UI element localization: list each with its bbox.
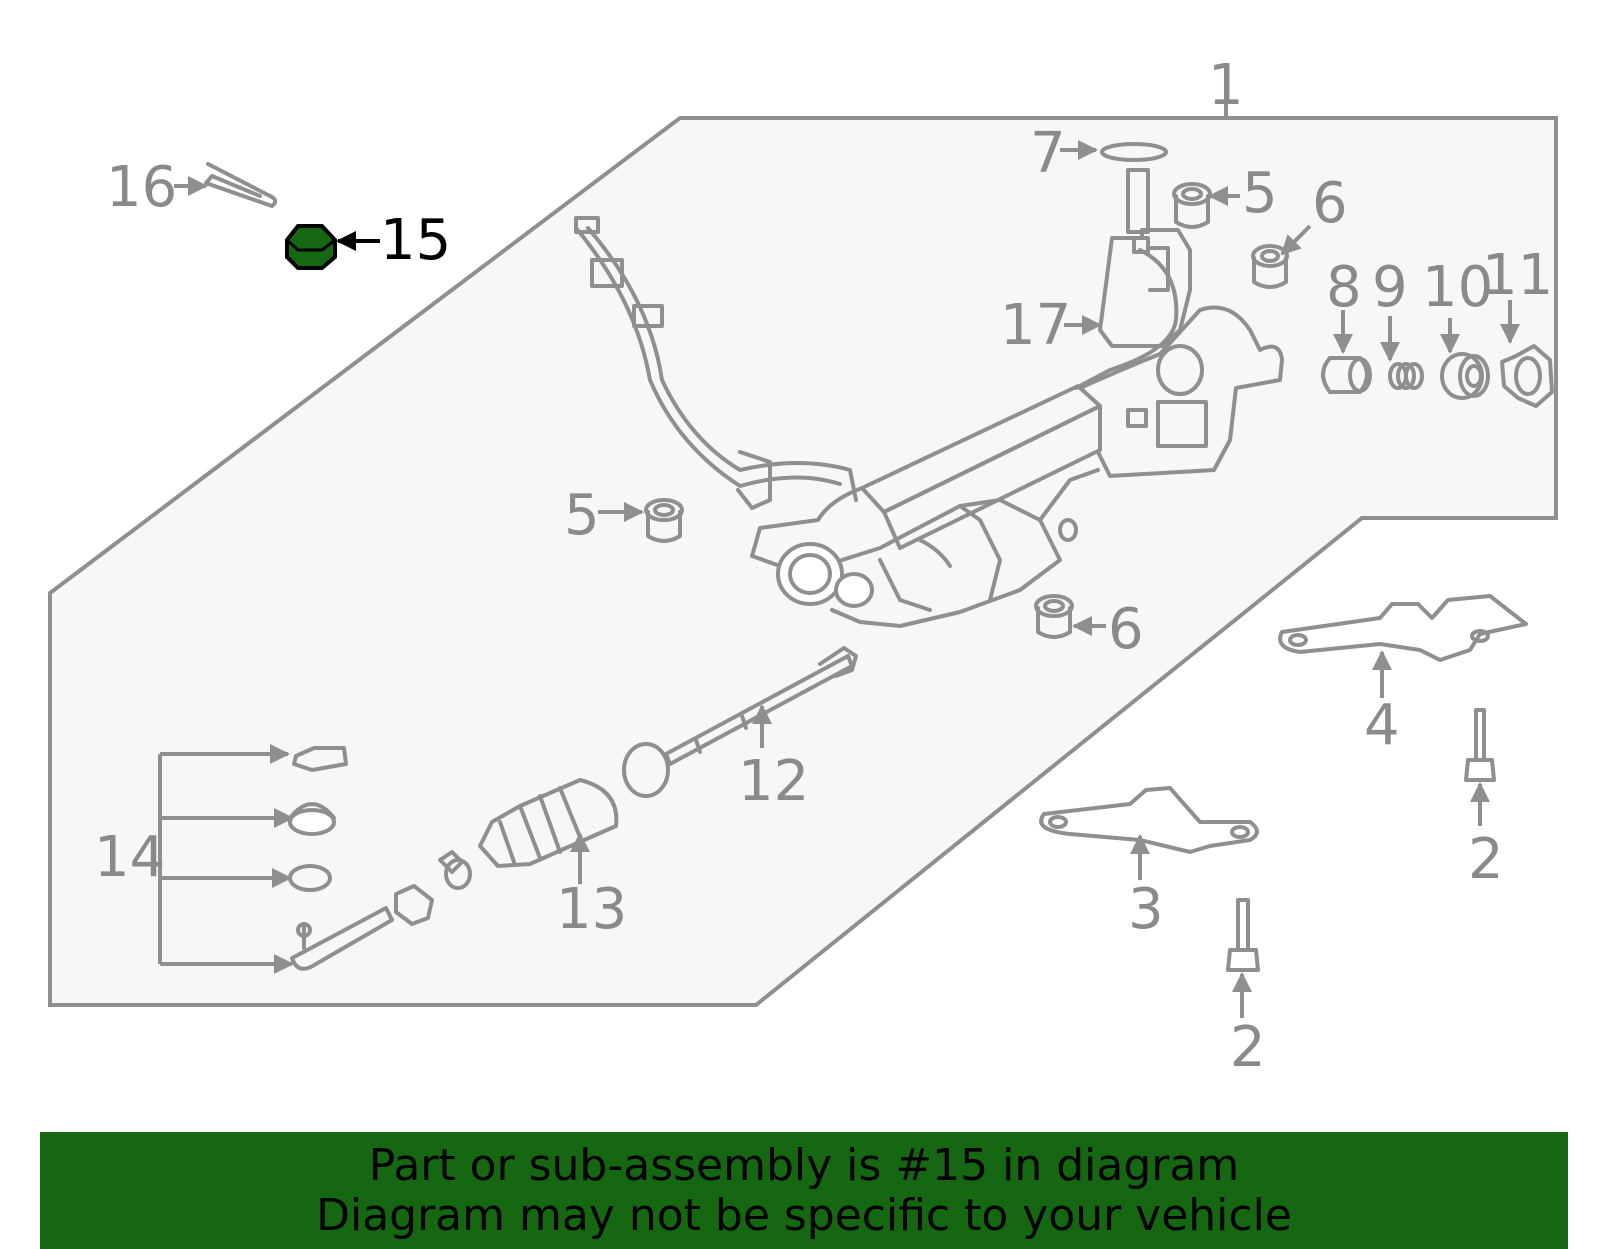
part-15-cap[interactable] [285, 224, 337, 270]
callout-9[interactable]: 9 [1372, 255, 1408, 320]
callout-1[interactable]: 1 [1208, 53, 1244, 118]
part-10-bearing[interactable] [1440, 352, 1490, 400]
callout-5-lower[interactable]: 5 [564, 483, 600, 548]
callout-6-upper[interactable]: 6 [1312, 171, 1348, 236]
callout-labels: 1 16 15 7 5 6 17 8 9 10 11 5 6 12 13 14 … [94, 53, 1553, 1080]
banner-line-2: Diagram may not be specific to your vehi… [316, 1189, 1292, 1241]
callout-14[interactable]: 14 [94, 825, 165, 890]
callout-6-lower[interactable]: 6 [1108, 597, 1144, 662]
callout-3[interactable]: 3 [1128, 877, 1164, 942]
callout-5-upper[interactable]: 5 [1242, 161, 1278, 226]
part-6-bushing-lower[interactable] [1034, 594, 1074, 639]
part-1-rack-housing[interactable] [750, 248, 1284, 628]
banner-line-1: Part or sub-assembly is #15 in diagram [368, 1139, 1240, 1191]
callout-4[interactable]: 4 [1364, 693, 1400, 758]
callout-2-lower[interactable]: 2 [1230, 1015, 1266, 1080]
part-11-nut[interactable] [1500, 344, 1554, 408]
callout-10[interactable]: 10 [1422, 255, 1493, 320]
callout-16[interactable]: 16 [106, 155, 177, 220]
part-9-spring[interactable] [1388, 362, 1424, 390]
callout-12[interactable]: 12 [738, 749, 809, 814]
callout-7[interactable]: 7 [1030, 121, 1066, 186]
callout-2-right[interactable]: 2 [1468, 827, 1504, 892]
part-4-bracket[interactable] [1278, 594, 1528, 662]
part-6-bushing-upper[interactable] [1251, 244, 1289, 289]
part-5-bushing-lower[interactable] [644, 498, 684, 543]
part-16-clip[interactable] [204, 162, 278, 208]
part-2-bolt-right[interactable] [1464, 708, 1496, 782]
part-13-boot[interactable] [438, 742, 670, 890]
part-2-bolt-lower[interactable] [1226, 898, 1260, 972]
jam-nut [394, 884, 434, 926]
part-7-o-ring[interactable] [1100, 142, 1168, 162]
wire-harness [574, 216, 858, 510]
callout-11[interactable]: 11 [1482, 243, 1553, 308]
part-17-motor-tower[interactable] [1098, 168, 1192, 348]
leader-lines [158, 140, 1520, 1018]
callout-17[interactable]: 17 [1000, 293, 1071, 358]
part-8-sleeve[interactable] [1321, 356, 1372, 394]
part-3-bracket[interactable] [1039, 786, 1259, 854]
callout-15[interactable]: 15 [380, 208, 451, 273]
callout-8[interactable]: 8 [1326, 255, 1362, 320]
info-banner: Part or sub-assembly is #15 in diagram D… [40, 1132, 1568, 1249]
callout-13[interactable]: 13 [556, 877, 627, 942]
